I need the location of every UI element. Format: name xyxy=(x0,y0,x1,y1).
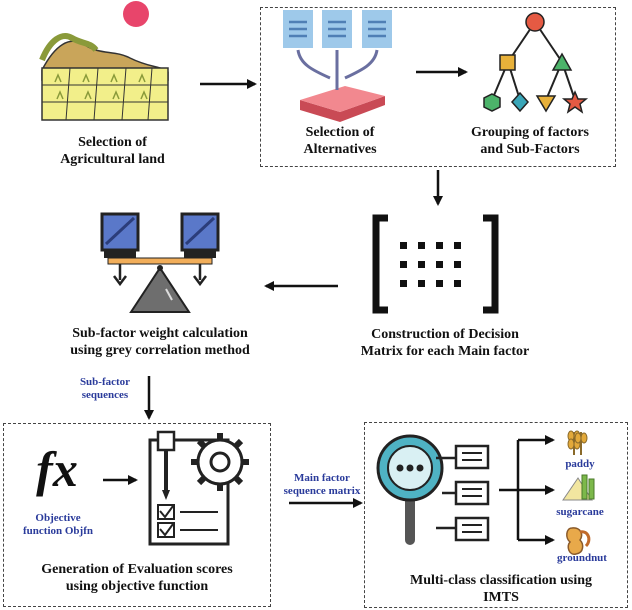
alternatives-grouping-box xyxy=(260,7,616,167)
paddy-icon xyxy=(567,430,588,455)
field-icon xyxy=(39,1,169,121)
fx-symbol: fx xyxy=(36,441,78,497)
magnifier-list-icon xyxy=(376,434,490,545)
fx-icon: fx xyxy=(36,441,78,497)
tree-icon xyxy=(483,12,589,114)
classification-box xyxy=(364,422,628,608)
groundnut-icon xyxy=(566,527,591,555)
label-sugarcane: sugarcane xyxy=(556,506,604,518)
evaluation-box xyxy=(3,423,271,607)
label-paddy: paddy xyxy=(565,458,595,470)
balance-icon xyxy=(100,212,220,313)
bracket-matrix-icon xyxy=(372,214,499,314)
clipboard-gear-icon xyxy=(148,430,249,546)
label-groundnut: groundnut xyxy=(557,552,607,564)
sugarcane-icon xyxy=(562,474,595,501)
documents-icon xyxy=(283,10,392,122)
